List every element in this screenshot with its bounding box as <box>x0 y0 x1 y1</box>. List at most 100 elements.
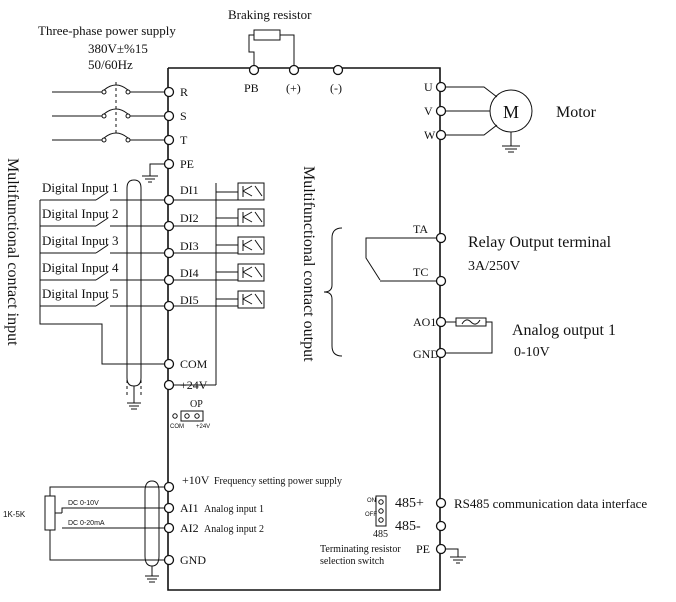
terminal-di3-label: DI3 <box>180 239 199 253</box>
braking-resistor-title: Braking resistor <box>228 7 312 22</box>
analog-output: AO1 GND Analog output 1 0-10V <box>413 315 616 361</box>
digital-input-5-label: Digital Input 5 <box>42 286 119 301</box>
terminal-ao1-label: AO1 <box>413 315 436 329</box>
motor: U V W M Motor <box>424 80 597 153</box>
terminal-pe2-label: PE <box>416 542 430 556</box>
terminal-di5-label: DI5 <box>180 293 199 307</box>
terminal-tc-label: TC <box>413 265 428 279</box>
rs485-desc: RS485 communication data interface <box>454 496 647 511</box>
power-frequency: 50/60Hz <box>88 57 133 72</box>
terminal-ta <box>435 232 447 244</box>
op-jumper[interactable]: OP COM +24V <box>170 399 210 430</box>
side-label-input: Multifunctional contact input <box>4 158 21 346</box>
terminal-485p-label: 485+ <box>395 496 424 511</box>
rs485: 485+ 485- RS485 communication data inter… <box>320 495 647 567</box>
inverter-body <box>167 67 441 591</box>
terminal-ai-gnd <box>163 554 175 566</box>
terminal-t-label: T <box>180 133 188 147</box>
switch-body[interactable] <box>375 495 387 527</box>
terminal-w <box>435 129 447 141</box>
side-label-output: Multifunctional contact output <box>300 166 317 362</box>
terminal-v-label: V <box>424 104 433 118</box>
dc-current-label: DC 0-20mA <box>68 520 105 527</box>
terminal-r-label: R <box>180 85 188 99</box>
op-jumper-block[interactable] <box>180 410 204 422</box>
switch-off-label: OFF <box>365 512 377 518</box>
optocoupler-1 <box>237 182 265 201</box>
terminal-485-plus <box>435 497 447 509</box>
terminating-resistor-switch[interactable]: ON OFF 485 <box>365 495 388 540</box>
terminal-di1-label: DI1 <box>180 183 199 197</box>
terminal-ao1 <box>435 316 447 328</box>
terminal-ai1-desc: Analog input 1 <box>204 504 264 515</box>
terminal-di2 <box>163 220 175 232</box>
digital-input-2-label: Digital Input 2 <box>42 206 119 221</box>
switch-on-label: ON <box>367 498 376 504</box>
terminal-di4 <box>163 274 175 286</box>
terminal-plus <box>288 64 300 76</box>
terminal-com-label: COM <box>180 357 208 371</box>
switch-desc-2: selection switch <box>320 556 384 567</box>
power-title: Three-phase power supply <box>38 23 176 38</box>
terminal-r <box>163 86 175 98</box>
terminal-t <box>163 134 175 146</box>
terminal-ai2 <box>163 522 175 534</box>
terminal-ai1-label: AI1 <box>180 501 199 515</box>
terminal-10v-label: +10V <box>182 473 210 487</box>
terminal-tc <box>435 275 447 287</box>
terminal-ta-label: TA <box>413 222 428 236</box>
dc-voltage-label: DC 0-10V <box>68 500 99 507</box>
digital-inputs: Digital Input 1 DI1 Digital Input 2 DI2 … <box>39 179 216 410</box>
terminal-minus <box>332 64 344 76</box>
terminal-w-label: W <box>424 128 436 142</box>
op-label: OP <box>190 399 203 410</box>
terminal-di2-label: DI2 <box>180 211 199 225</box>
terminal-ai1 <box>163 502 175 514</box>
power-voltage: 380V±%15 <box>88 41 148 56</box>
terminal-10v <box>163 481 175 493</box>
terminal-ai2-label: AI2 <box>180 521 199 535</box>
terminal-s-label: S <box>180 109 187 123</box>
potentiometer <box>44 495 56 531</box>
analog-output-title: Analog output 1 <box>512 322 616 339</box>
output-brace <box>323 227 343 357</box>
terminal-24v <box>163 379 175 391</box>
terminal-485m-label: 485- <box>395 519 421 534</box>
pot-label: 1K-5K <box>3 510 26 519</box>
braking-resistor-symbol <box>253 29 281 41</box>
motor-label: Motor <box>556 104 597 121</box>
terminal-v <box>435 105 447 117</box>
terminal-pe-label: PE <box>180 157 194 171</box>
terminal-di1 <box>163 194 175 206</box>
optocoupler-3 <box>237 236 265 255</box>
terminal-u-label: U <box>424 80 433 94</box>
digital-input-4-label: Digital Input 4 <box>42 260 119 275</box>
terminal-485-minus <box>435 520 447 532</box>
optocoupler-2 <box>237 208 265 227</box>
relay-rating: 3A/250V <box>468 259 520 274</box>
braking-resistor: Braking resistor PB (+) (-) <box>228 7 344 95</box>
digital-input-3-label: Digital Input 3 <box>42 233 119 248</box>
minus-label: (-) <box>330 81 342 95</box>
digital-input-1-label: Digital Input 1 <box>42 180 119 195</box>
optocoupler-5 <box>237 290 265 309</box>
analog-inputs: +10V Frequency setting power supply AI1 … <box>3 473 342 583</box>
terminal-pe2 <box>435 543 447 555</box>
terminal-ao-gnd <box>435 347 447 359</box>
motor-symbol-letter: M <box>503 102 519 122</box>
terminal-di5 <box>163 300 175 312</box>
terminal-pb <box>248 64 260 76</box>
terminal-com <box>163 358 175 370</box>
optocoupler-4 <box>237 263 265 282</box>
op-24v-label: +24V <box>196 424 210 430</box>
terminal-ao-gnd-label: GND <box>413 347 439 361</box>
switch-desc-1: Terminating resistor <box>320 544 401 555</box>
relay-title: Relay Output terminal <box>468 234 612 251</box>
power-supply: Three-phase power supply 380V±%15 50/60H… <box>38 23 194 183</box>
terminal-ai2-desc: Analog input 2 <box>204 524 264 535</box>
terminal-pe <box>163 158 175 170</box>
switch-485-label: 485 <box>373 529 388 540</box>
terminal-s <box>163 110 175 122</box>
pb-label: PB <box>244 81 259 95</box>
